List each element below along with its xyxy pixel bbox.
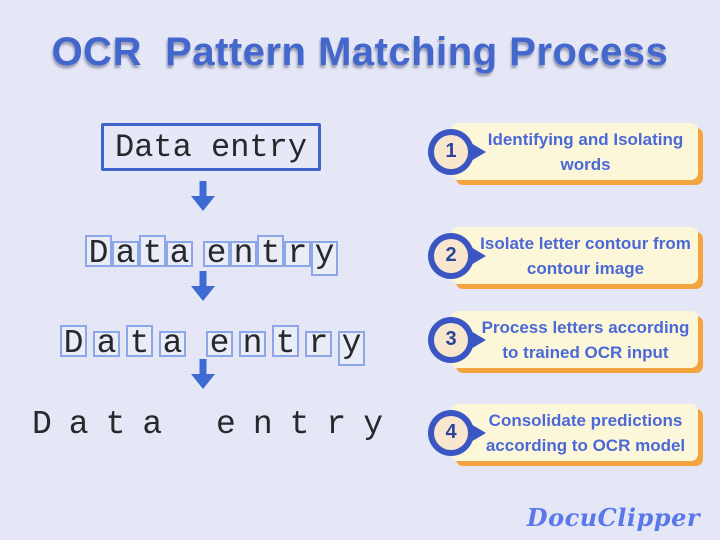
letter-box (126, 325, 153, 357)
word-box-text: Data entry (114, 128, 308, 166)
letter-glyph: n (242, 325, 263, 362)
step-description-line: words (560, 154, 611, 174)
letter-box (85, 235, 112, 267)
letter-cell: a (112, 226, 139, 276)
badge-pointer (464, 326, 486, 353)
letter-cell: y (335, 316, 368, 366)
down-arrow-icon (190, 181, 216, 211)
letter-glyph: e (206, 235, 227, 272)
letter-box (93, 331, 120, 357)
step-callout-4: 4 Consolidate predictions according to O… (428, 404, 698, 461)
step-number: 2 (445, 244, 457, 266)
step-description-line: Identifying and Isolating (487, 129, 684, 149)
letter-box (203, 241, 230, 267)
letter-contour-row-tight: D a t a e n t r y (85, 226, 338, 276)
letter-glyph: t (142, 235, 163, 272)
letter-box (166, 241, 193, 267)
step-description-line: according to OCR model (485, 435, 686, 455)
letter-box (159, 331, 186, 357)
letter-glyph: y (314, 235, 335, 272)
step-description: Process letters according to trained OCR… (456, 315, 694, 365)
letter-box (139, 235, 166, 267)
word-bounding-box: Data entry (101, 123, 321, 171)
badge-pointer (464, 242, 486, 269)
letter-box (338, 331, 365, 366)
step-description: Identifying and Isolating words (462, 127, 688, 177)
step-description: Isolate letter contour from contour imag… (454, 231, 695, 281)
step-number-badge: 4 (428, 409, 486, 456)
badge-inner-circle: 4 (434, 415, 468, 450)
down-arrow-icon (190, 271, 216, 301)
step-description: Consolidate predictions according to OCR… (460, 408, 689, 458)
badge-pointer (464, 138, 486, 165)
letter-cell: a (90, 316, 123, 366)
letter-box (305, 331, 332, 357)
letter-glyph: D (63, 325, 84, 362)
recognized-text: Data entry (32, 406, 401, 443)
letter-cell: a (166, 226, 193, 276)
letter-glyph: a (115, 235, 136, 272)
badge-inner-circle: 2 (434, 238, 468, 273)
down-arrow-icon (190, 359, 216, 389)
word-gap (193, 226, 203, 276)
letter-glyph: r (287, 235, 308, 272)
letter-cell: t (139, 226, 166, 276)
step-description-line: Consolidate predictions (488, 410, 683, 430)
letter-glyph: n (233, 235, 254, 272)
page-title: OCR Pattern Matching Process (51, 30, 669, 74)
step-description-line: to trained OCR input (502, 342, 669, 362)
letter-box (230, 241, 257, 267)
letter-box (239, 331, 266, 357)
docuclipper-logo: DocuClipper (526, 503, 700, 532)
badge-inner-circle: 3 (434, 322, 468, 357)
letter-glyph: r (308, 325, 329, 362)
step-description-line: contour image (526, 258, 645, 278)
letter-cell: t (123, 316, 156, 366)
letter-box (311, 241, 338, 276)
letter-cell: e (203, 316, 236, 366)
letter-cell: D (57, 316, 90, 366)
letter-cell: e (203, 226, 230, 276)
letter-glyph: t (275, 325, 296, 362)
letter-glyph: y (341, 325, 362, 362)
letter-cell: y (311, 226, 338, 276)
step-number: 1 (445, 140, 457, 162)
letter-cell: r (284, 226, 311, 276)
letter-cell: t (269, 316, 302, 366)
letter-box (60, 325, 87, 357)
letter-cell: D (85, 226, 112, 276)
step-number: 3 (445, 328, 457, 350)
letter-contour-row-spaced: D a t a e n t r y (57, 316, 368, 366)
letter-box (112, 241, 139, 267)
letter-glyph: a (96, 325, 117, 362)
letter-cell: n (236, 316, 269, 366)
step-callout-3: 3 Process letters according to trained O… (428, 311, 698, 368)
step-number-badge: 3 (428, 316, 486, 363)
letter-box (257, 235, 284, 267)
letter-cell: r (302, 316, 335, 366)
letter-glyph: e (209, 325, 230, 362)
letter-cell: n (230, 226, 257, 276)
letter-glyph: D (88, 235, 109, 272)
badge-inner-circle: 1 (434, 134, 468, 169)
letter-glyph: t (260, 235, 281, 272)
step-callout-1: 1 Identifying and Isolating words (428, 123, 698, 180)
badge-pointer (464, 419, 486, 446)
step-description-line: Isolate letter contour from (480, 233, 691, 253)
step-number-badge: 1 (428, 128, 486, 175)
letter-box (206, 331, 233, 357)
letter-cell: t (257, 226, 284, 276)
step-number: 4 (445, 421, 457, 443)
step-description-line: Process letters according (481, 317, 690, 337)
letter-glyph: t (129, 325, 150, 362)
letter-box (284, 241, 311, 267)
letter-glyph: a (169, 235, 190, 272)
letter-box (272, 325, 299, 357)
letter-glyph: a (162, 325, 183, 362)
step-number-badge: 2 (428, 232, 486, 279)
letter-cell: a (156, 316, 189, 366)
step-callout-2: 2 Isolate letter contour from contour im… (428, 227, 698, 284)
